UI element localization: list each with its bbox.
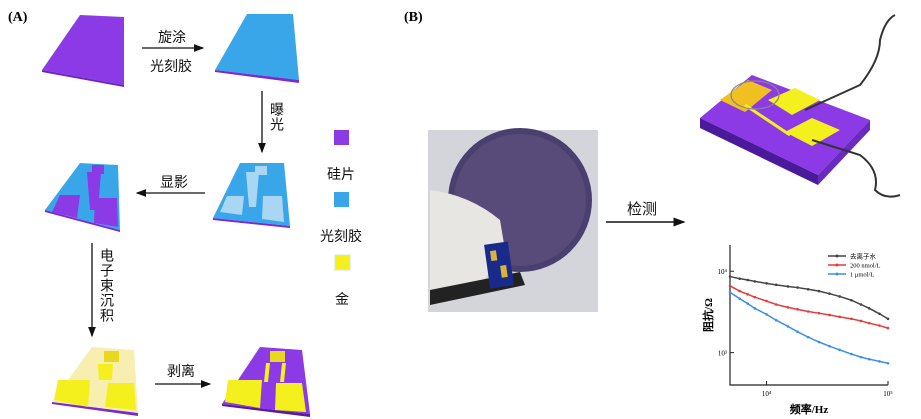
data-point (774, 283, 778, 287)
data-point (867, 357, 871, 361)
data-point (859, 303, 863, 306)
data-point (728, 291, 732, 294)
legend-marker (835, 272, 839, 276)
data-point (728, 275, 732, 278)
data-point (859, 355, 863, 359)
legend-label-gold: 金 (335, 292, 349, 308)
step-label-expose: 曝光 (268, 102, 284, 132)
legend-label: 去离子水 (850, 252, 877, 261)
x-tick-label: 10⁵ (883, 390, 893, 398)
data-point (796, 308, 799, 311)
data-point (786, 306, 790, 309)
data-point (867, 307, 871, 310)
data-point (828, 313, 831, 317)
data-point (796, 330, 799, 334)
step-label-develop: 显影 (160, 175, 188, 191)
step-label-spin: 旋涂 (158, 30, 186, 46)
data-point (817, 340, 821, 344)
data-point (753, 295, 757, 299)
chip-exposed (213, 163, 290, 228)
data-point (765, 299, 768, 303)
chip-bare-silicon (42, 15, 124, 87)
y-axis-label: 阻抗/Ω (701, 298, 715, 332)
panel-a-label: (A) (8, 10, 28, 25)
x-tick-label: 10⁴ (762, 390, 772, 398)
data-point (774, 318, 778, 322)
data-point (850, 298, 853, 302)
data-point (886, 361, 890, 365)
data-point (817, 289, 821, 293)
data-point (746, 293, 750, 296)
legend-label-resist: 光刻胶 (320, 229, 362, 245)
data-point (850, 352, 853, 356)
legend-label-silicon: 硅片 (327, 167, 355, 183)
legend-swatch-silicon (334, 130, 349, 145)
data-point (765, 313, 768, 316)
data-point (806, 310, 810, 313)
data-point (838, 348, 841, 352)
legend-marker (835, 263, 839, 267)
data-point (765, 282, 768, 285)
data-point (886, 317, 890, 321)
chip-gold-deposited (52, 347, 138, 416)
data-point (859, 319, 863, 323)
data-point (746, 302, 750, 305)
data-point (838, 295, 841, 298)
data-point (850, 317, 853, 321)
data-point (817, 311, 821, 315)
legend-swatch-resist (334, 192, 349, 207)
data-point (774, 303, 778, 306)
data-point (828, 292, 831, 295)
wafer-photo (428, 128, 598, 312)
series-line (729, 291, 889, 364)
data-point (878, 324, 881, 327)
sensor-3d-model (700, 14, 901, 198)
step-label-detect: 检测 (627, 200, 658, 218)
data-point (806, 335, 810, 339)
data-point (806, 287, 810, 291)
data-point (867, 321, 871, 325)
panel-b-label: (B) (404, 10, 423, 25)
legend-label: 1 μmol/L (850, 272, 874, 279)
y-tick-label: 10⁴ (718, 268, 728, 276)
legend-label: 200 nmol/L (850, 263, 881, 270)
impedance-chart: 10⁴ 10⁵ 10³ 10⁴ 频率/Hz 阻抗/Ω 去离子水 200 nmol/L 1 μmo… (701, 245, 893, 416)
data-point (738, 277, 741, 280)
data-point (753, 307, 757, 310)
chip-developed (45, 163, 120, 232)
data-point (746, 278, 750, 282)
data-point (753, 280, 757, 283)
data-point (738, 297, 741, 300)
step-label-ebeam: 电子束沉积 (98, 248, 114, 323)
data-point (786, 325, 790, 328)
y-tick-label: 10³ (718, 350, 727, 358)
data-point (828, 344, 831, 348)
data-point (838, 315, 841, 319)
data-point (728, 284, 732, 288)
step-label-resist: 光刻胶 (150, 59, 192, 75)
data-point (886, 326, 890, 330)
chip-resist-coated (215, 14, 299, 83)
chip-lift-off (222, 347, 310, 417)
x-axis-label: 频率/Hz (790, 402, 829, 416)
legend-swatch-gold (334, 254, 351, 271)
data-point (878, 360, 881, 363)
data-point (796, 286, 799, 289)
data-point (878, 312, 881, 316)
step-label-liftoff: 剥离 (167, 364, 195, 380)
data-point (738, 289, 741, 293)
legend-marker (835, 254, 839, 258)
data-point (786, 285, 790, 288)
